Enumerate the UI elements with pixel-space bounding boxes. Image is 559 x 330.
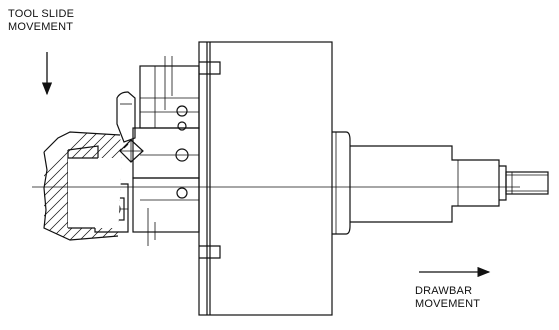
- workpiece-section: [43, 131, 122, 241]
- tool-slide-movement-label: TOOL SLIDE MOVEMENT: [8, 8, 74, 34]
- flange: [332, 131, 351, 235]
- drawbar-label-line2: MOVEMENT: [415, 298, 481, 310]
- drawbar-movement-label: DRAWBAR MOVEMENT: [415, 285, 480, 311]
- drawbar-shaft: [350, 145, 549, 223]
- tool-slide-label-line2: MOVEMENT: [8, 21, 74, 33]
- tool-slide-label-line1: TOOL SLIDE: [8, 8, 75, 20]
- drawbar-label-line1: DRAWBAR: [415, 285, 473, 297]
- chuck-body: [198, 41, 333, 316]
